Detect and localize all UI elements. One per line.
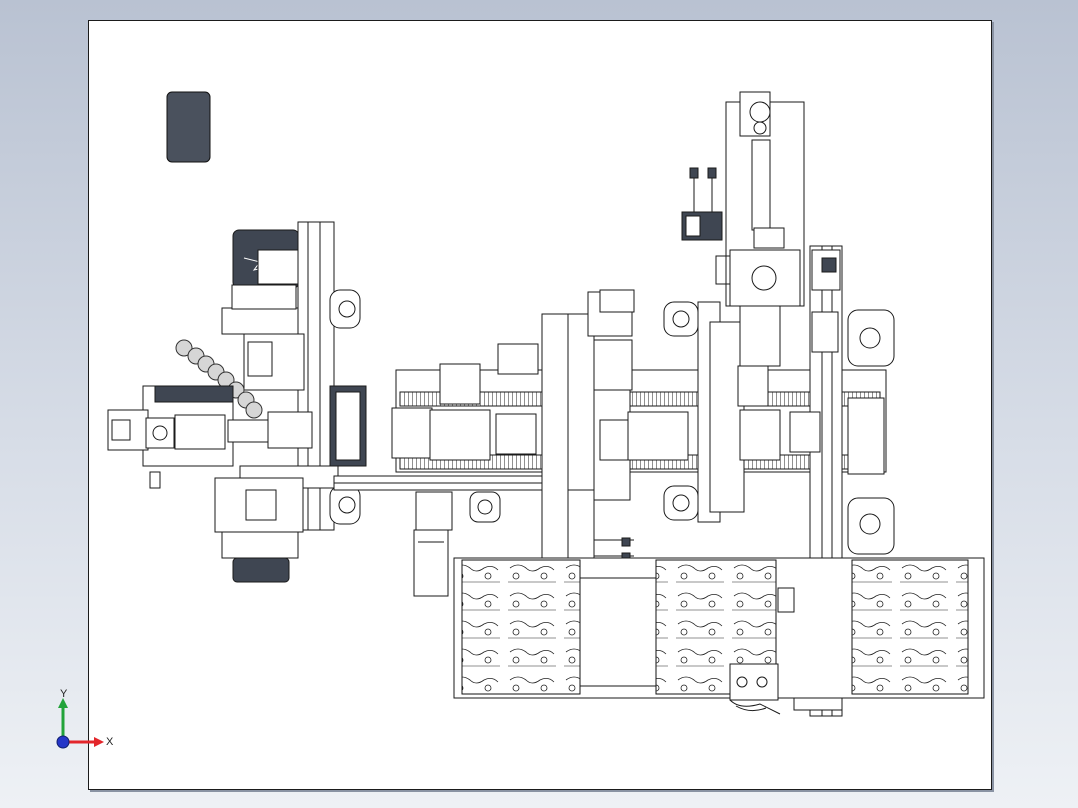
x-axis-label: X bbox=[106, 736, 114, 748]
left-station bbox=[107, 221, 367, 583]
upper-gantry bbox=[681, 91, 805, 367]
part-trays bbox=[453, 557, 985, 715]
coordinate-triad: Y X bbox=[56, 688, 114, 749]
origin-icon bbox=[56, 735, 70, 749]
y-axis-label: Y bbox=[60, 688, 68, 700]
control-panel bbox=[166, 91, 211, 163]
right-station bbox=[627, 301, 781, 523]
